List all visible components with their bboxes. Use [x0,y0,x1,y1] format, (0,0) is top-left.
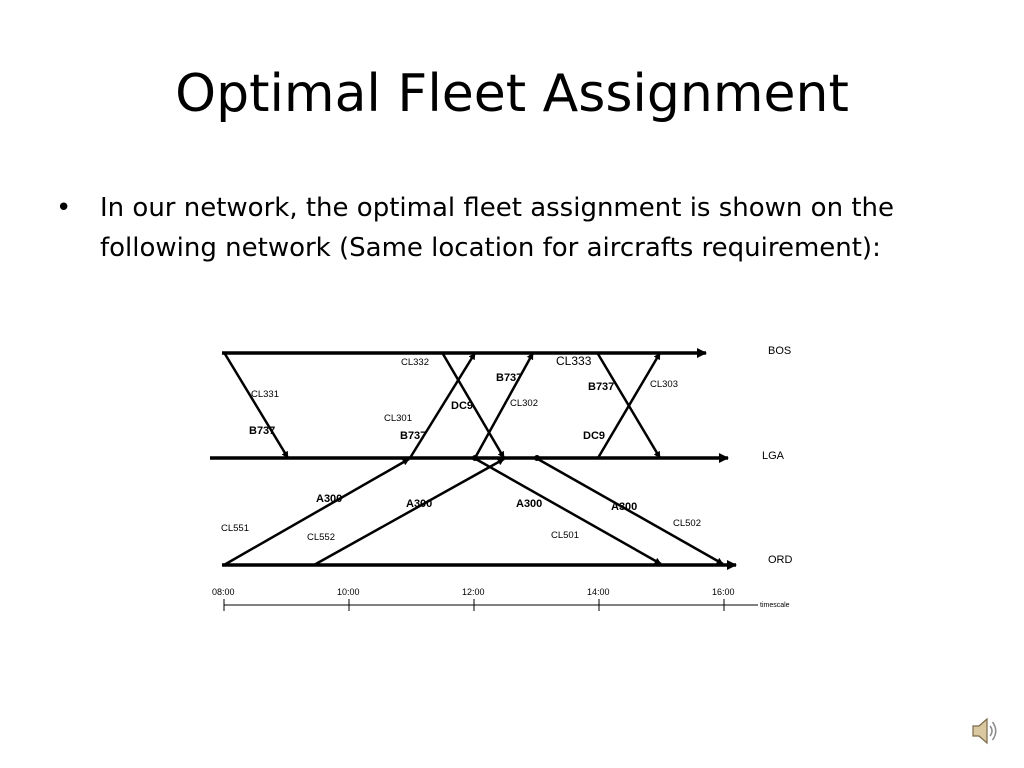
fleet-label-cl552: A300 [406,498,432,510]
tick-label-1400: 14:00 [587,587,610,597]
fleet-label-cl332: DC9 [451,400,473,412]
flight-id-cl551: CL551 [221,523,249,534]
fleet-label-cl301: B737 [400,430,426,442]
bullet-symbol: • [56,193,72,223]
tick-label-1200: 12:00 [462,587,485,597]
slide-title: Optimal Fleet Assignment [175,64,849,124]
speaker-icon[interactable] [970,714,1000,748]
airport-label-ord: ORD [768,554,793,566]
flight-id-cl331: CL331 [251,389,279,400]
timescale-label: timescale [760,602,790,609]
flight-cl502 [535,456,724,566]
flight-id-cl502: CL502 [673,518,701,529]
flight-cl332 [441,353,506,459]
flight-cl303 [596,352,662,459]
flight-cl551 [223,457,410,567]
fleet-label-cl302: B737 [496,372,522,384]
node-lga-1200 [472,455,478,461]
fleet-label-cl303: DC9 [583,430,605,442]
flight-id-cl302: CL302 [510,398,538,409]
airport-label-bos: BOS [768,345,791,357]
fleet-label-cl551: A300 [316,493,342,505]
flight-cl302 [473,352,535,459]
flight-id-cl301: CL301 [384,413,412,424]
bullet-item: • In our network, the optimal fleet assi… [56,188,976,268]
flight-id-cl501: CL501 [551,530,579,541]
node-lga-1300 [534,455,540,461]
flight-id-cl552: CL552 [307,532,335,543]
tick-label-1600: 16:00 [712,587,735,597]
flight-cl501 [473,456,662,566]
flight-id-cl303: CL303 [650,379,678,390]
fleet-label-cl333: B737 [588,381,614,393]
tick-label-1000: 10:00 [337,587,360,597]
bullet-text: In our network, the optimal fleet assign… [100,193,894,263]
fleet-label-cl331: B737 [249,425,275,437]
airport-label-lga: LGA [762,450,785,462]
fleet-label-cl501: A300 [516,498,542,510]
flight-cl552 [313,457,505,567]
flight-id-cl333: CL333 [556,354,592,368]
fleet-label-cl502: A300 [611,501,637,513]
flight-cl301 [408,352,477,459]
flight-cl331 [223,353,290,459]
flight-id-cl332: CL332 [401,357,429,368]
tick-label-0800: 08:00 [212,587,235,597]
